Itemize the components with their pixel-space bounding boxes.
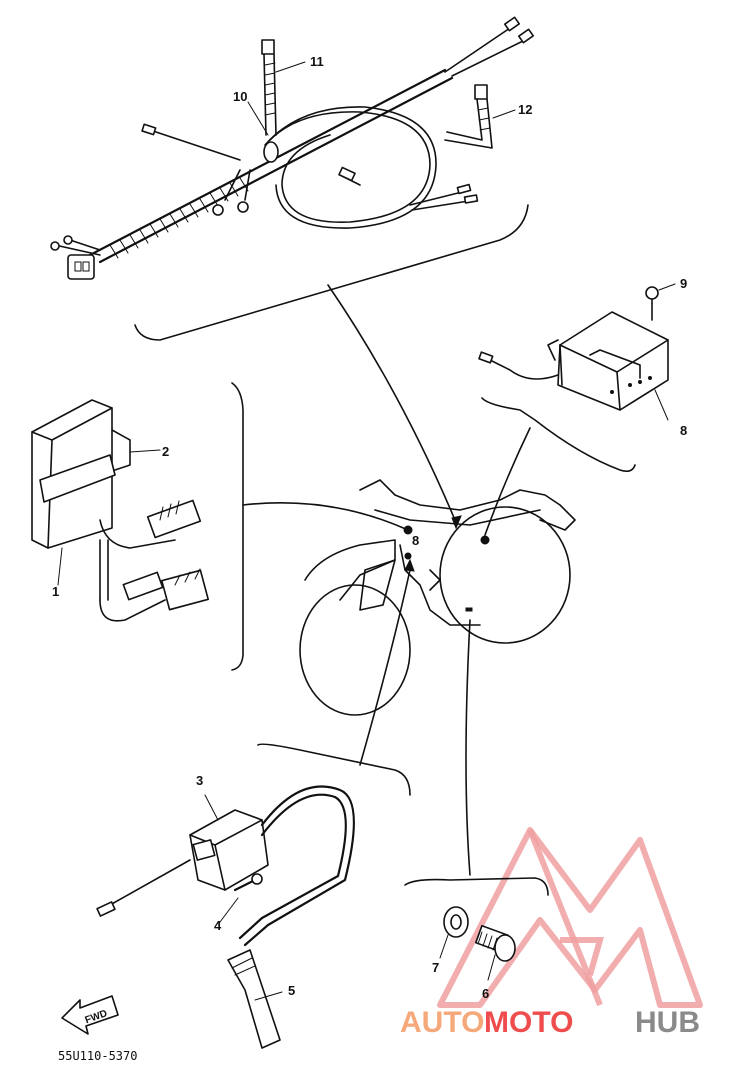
part-label-9: 9 xyxy=(680,276,687,291)
part-label-1: 1 xyxy=(52,584,59,599)
fwd-arrow-icon: FWD xyxy=(61,995,119,1035)
part-label-4: 4 xyxy=(214,918,222,933)
part-label-8-location: 8 xyxy=(412,533,419,548)
ignition-coil xyxy=(96,743,411,1049)
part-label-3: 3 xyxy=(196,773,203,788)
wire-harness xyxy=(50,16,535,341)
part-label-5: 5 xyxy=(288,983,295,998)
part-label-6: 6 xyxy=(482,986,489,1001)
watermark-text-auto: AUTO xyxy=(400,1006,484,1039)
part-label-10: 10 xyxy=(233,89,247,104)
motorcycle-outline xyxy=(299,479,576,716)
diagram-code: 55U110-5370 xyxy=(58,1049,137,1063)
part-label-8: 8 xyxy=(680,423,687,438)
drain-bolt-group xyxy=(404,877,549,981)
watermark-text-hub: HUB xyxy=(635,1006,700,1039)
part-label-2: 2 xyxy=(162,444,169,459)
rectifier-regulator xyxy=(478,283,676,472)
watermark-logo: AUTO MOTO HUB xyxy=(400,827,703,1039)
part-label-11: 11 xyxy=(310,54,324,69)
leader-lines xyxy=(242,284,531,876)
part-label-12: 12 xyxy=(518,102,532,117)
watermark-text-moto: MOTO xyxy=(484,1006,573,1039)
part-label-7: 7 xyxy=(432,960,439,975)
cdi-unit xyxy=(31,382,244,671)
